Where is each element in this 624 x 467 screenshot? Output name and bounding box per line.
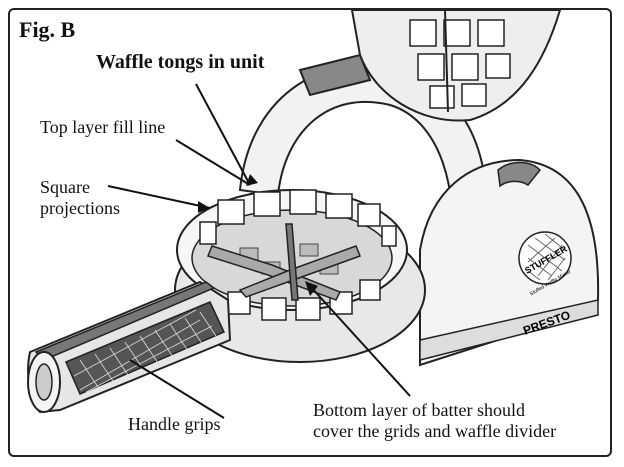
fill-line-leader: [175, 139, 251, 186]
handle-grips-callout: Handle grips: [128, 414, 221, 434]
callout-lines: [107, 83, 411, 419]
square-projections-line1: Square: [40, 177, 90, 197]
bottom-layer-leader: [309, 285, 411, 397]
bottom-layer-line1: Bottom layer of batter should: [313, 400, 525, 420]
bottom-layer-callout: Bottom layer of batter should cover the …: [313, 400, 556, 442]
figure-label: Fig. B: [19, 17, 76, 42]
top-fill-line-callout: Top layer fill line: [40, 117, 166, 137]
square-leader: [107, 185, 211, 209]
handle-grips: [27, 280, 232, 414]
square-projections-callout: Square projections: [40, 177, 120, 219]
open-lid: [350, 9, 562, 122]
grips-leader: [129, 359, 225, 419]
bottom-layer-line2: cover the grids and waffle divider: [313, 421, 557, 441]
base-housing: STUFFLER Stuffed Waffle Maker PRESTO: [419, 158, 600, 367]
tongs-leader: [195, 83, 251, 186]
waffle-tongs-callout: Waffle tongs in unit: [96, 51, 265, 73]
square-projections-line2: projections: [40, 198, 120, 218]
waffle-bowl: [174, 189, 426, 363]
stuffler-logo: STUFFLER Stuffed Waffle Maker: [518, 231, 572, 297]
